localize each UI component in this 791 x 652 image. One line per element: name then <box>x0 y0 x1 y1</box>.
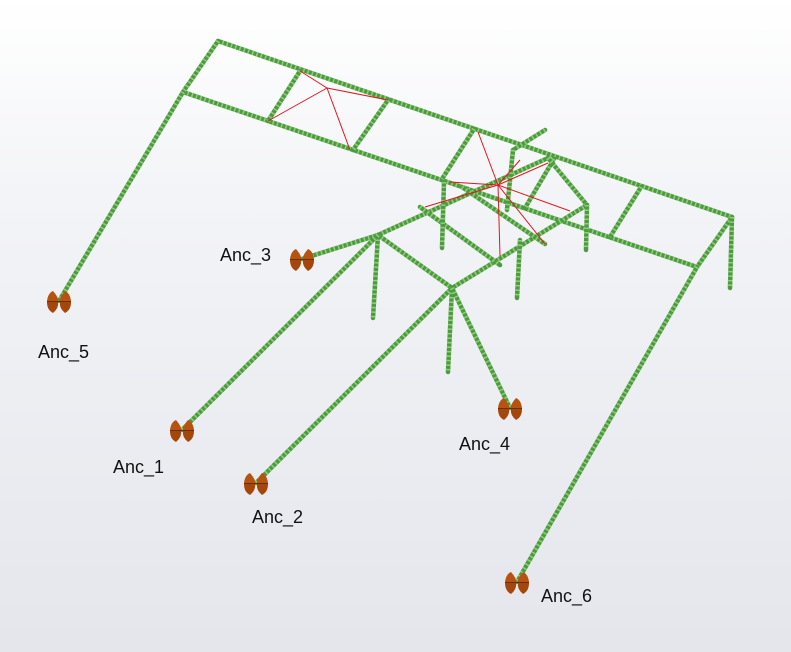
rigid-link <box>326 87 389 101</box>
rigid-link <box>267 87 328 122</box>
rigid-link <box>497 159 521 186</box>
beam-member[interactable] <box>375 155 551 238</box>
beam-members <box>56 38 735 585</box>
rigid-link <box>477 131 499 186</box>
anchor-label: Anc_3 <box>220 245 271 266</box>
rigid-link <box>326 87 351 151</box>
anchor-label: Anc_5 <box>38 342 89 363</box>
anchor-support-icon <box>290 249 314 271</box>
rigid-link <box>449 181 499 186</box>
anchor-anc-5[interactable]: Anc_5 <box>38 291 89 363</box>
beam-hatch <box>727 216 735 289</box>
rigid-link <box>299 70 328 89</box>
rigid-link <box>497 184 571 212</box>
anchor-label: Anc_2 <box>252 507 303 528</box>
anchor-support-icon <box>505 572 529 594</box>
anchor-label: Anc_1 <box>113 457 164 478</box>
beam-hatch <box>440 127 476 181</box>
rigid-link <box>497 184 546 245</box>
beam-hatch <box>217 38 733 220</box>
anchor-support-icon <box>244 473 268 495</box>
anchor-anc-4[interactable]: Anc_4 <box>459 398 522 455</box>
beam-hatch <box>514 239 523 299</box>
anchor-support-icon <box>170 420 194 442</box>
beam-hatch <box>546 156 589 207</box>
beam-hatch <box>583 204 590 251</box>
anchor-support-icon <box>498 398 522 420</box>
beam-member[interactable] <box>299 232 381 262</box>
rigid-link <box>497 162 549 186</box>
beam-hatch <box>511 128 547 152</box>
anchor-label: Anc_6 <box>541 586 592 607</box>
beam-hatch <box>266 69 302 123</box>
rigid-link <box>497 184 501 257</box>
beam-hatch <box>376 233 454 290</box>
beam-member[interactable] <box>727 214 735 291</box>
beam-hatch <box>608 185 643 239</box>
anchor-anc-1[interactable]: Anc_1 <box>113 420 194 478</box>
anchor-anc-6[interactable]: Anc_6 <box>505 572 592 607</box>
rigid-links <box>267 70 571 257</box>
beam-hatch <box>370 234 381 319</box>
beam-hatch <box>181 39 220 94</box>
anchor-support-icon <box>47 291 71 313</box>
beam-hatch <box>460 185 547 246</box>
beam-hatch <box>515 265 699 584</box>
beam-hatch <box>57 90 185 303</box>
beam-hatch <box>351 98 390 152</box>
anchor-supports: Anc_5 Anc_3 Anc_1 <box>38 245 592 607</box>
rigid-link <box>424 184 499 208</box>
beam-member[interactable] <box>514 237 523 301</box>
anchor-label: Anc_4 <box>459 434 510 455</box>
beam-hatch <box>439 181 447 249</box>
anchor-anc-3[interactable]: Anc_3 <box>220 245 314 271</box>
beam-hatch <box>254 286 454 485</box>
beam-hatch <box>523 157 556 210</box>
beam-member[interactable] <box>449 285 513 411</box>
anchor-anc-2[interactable]: Anc_2 <box>244 473 303 528</box>
beam-hatch <box>695 215 734 269</box>
beam-hatch <box>445 287 455 373</box>
beam-hatch <box>180 233 380 432</box>
beam-hatch <box>504 149 516 211</box>
beam-hatch <box>418 205 502 267</box>
